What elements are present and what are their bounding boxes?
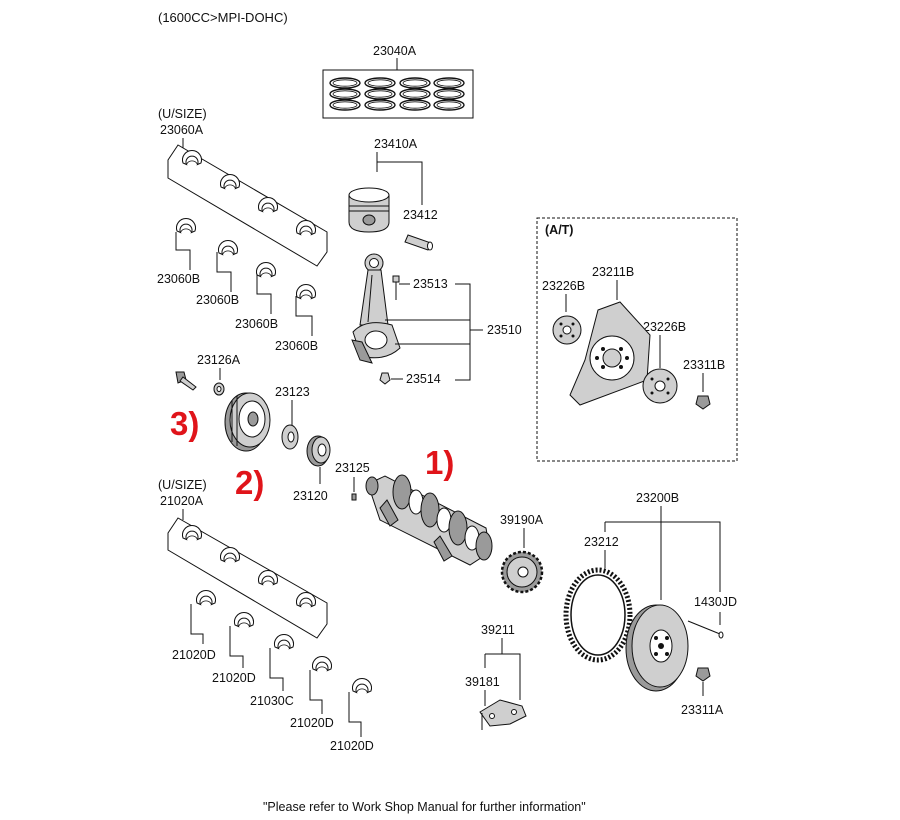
- washer: [213, 382, 225, 396]
- label-23123: 23123: [275, 385, 310, 399]
- label-23212: 23212: [584, 535, 619, 549]
- label-1430JD: 1430JD: [694, 595, 737, 609]
- sensor-bracket: [479, 699, 527, 730]
- label-23125: 23125: [335, 461, 370, 475]
- label-21020D-4: 21020D: [330, 739, 374, 753]
- label-23311B: 23311B: [683, 358, 725, 372]
- label-21030C: 21030C: [250, 694, 294, 708]
- label-21020D-3: 21020D: [290, 716, 334, 730]
- label-39181: 39181: [465, 675, 500, 689]
- connecting-rod: [351, 253, 401, 385]
- lower-main-bearing-set: [167, 509, 328, 639]
- drive-plate: [569, 301, 651, 406]
- label-23060B-4: 23060B: [275, 339, 318, 353]
- footer-note: "Please refer to Work Shop Manual for fu…: [263, 800, 586, 814]
- label-23226B-1: 23226B: [542, 279, 585, 293]
- upper-main-bearing-set: [167, 138, 328, 267]
- upper-bearing-shells-b: [175, 217, 316, 336]
- lower-bearing-shells-d: [190, 589, 372, 737]
- label-23060A: 23060A: [160, 123, 204, 137]
- pulley-bolt: [175, 371, 197, 391]
- label-undersize-upper: (U/SIZE): [158, 107, 207, 121]
- piston-ring-set: [322, 58, 474, 119]
- sprocket-23120: [306, 435, 331, 467]
- label-23211B: 23211B: [592, 265, 634, 279]
- label-23060B-3: 23060B: [235, 317, 278, 331]
- dowel-pin: [687, 620, 724, 639]
- label-23510: 23510: [487, 323, 522, 337]
- ring-gear: [563, 567, 633, 663]
- label-23120: 23120: [293, 489, 328, 503]
- label-23060B-2: 23060B: [196, 293, 239, 307]
- callout-pulley: 2): [235, 464, 264, 501]
- label-23514: 23514: [406, 372, 441, 386]
- label-23060B-1: 23060B: [157, 272, 200, 286]
- ring-set-box: [322, 69, 474, 119]
- flywheel: [625, 522, 689, 692]
- flange: [281, 424, 299, 450]
- label-23226B-2: 23226B: [643, 320, 686, 334]
- crankshaft-pulley: [224, 392, 271, 452]
- label-21020D-1: 21020D: [172, 648, 216, 662]
- drive-plate-bolt: [695, 395, 711, 410]
- label-23412: 23412: [403, 208, 438, 222]
- piston-pin: [404, 234, 433, 251]
- at-drive-plate-box: [536, 217, 738, 462]
- label-39211: 39211: [481, 623, 515, 637]
- label-undersize-lower: (U/SIZE): [158, 478, 207, 492]
- label-39190A: 39190A: [500, 513, 544, 527]
- piston: [348, 187, 390, 233]
- label-21020A: 21020A: [160, 494, 204, 508]
- flywheel-bolt: [695, 667, 711, 682]
- label-23040A: 23040A: [373, 44, 417, 58]
- key: [351, 493, 357, 501]
- rear-adapter-plate: [642, 368, 678, 404]
- engine-spec-header: (1600CC>MPI-DOHC): [158, 10, 288, 25]
- label-23513: 23513: [413, 277, 448, 291]
- callout-crankshaft: 1): [425, 444, 454, 481]
- label-21020D-2: 21020D: [212, 671, 256, 685]
- callout-bolt: 3): [170, 405, 199, 442]
- crankshaft: [365, 474, 493, 566]
- label-23200B: 23200B: [636, 491, 679, 505]
- label-23126A: 23126A: [197, 353, 241, 367]
- label-23410A: 23410A: [374, 137, 418, 151]
- label-at: (A/T): [545, 223, 573, 237]
- sprocket-39190A: [500, 550, 544, 594]
- label-23311A: 23311A: [681, 703, 724, 717]
- adapter-plate: [552, 315, 582, 345]
